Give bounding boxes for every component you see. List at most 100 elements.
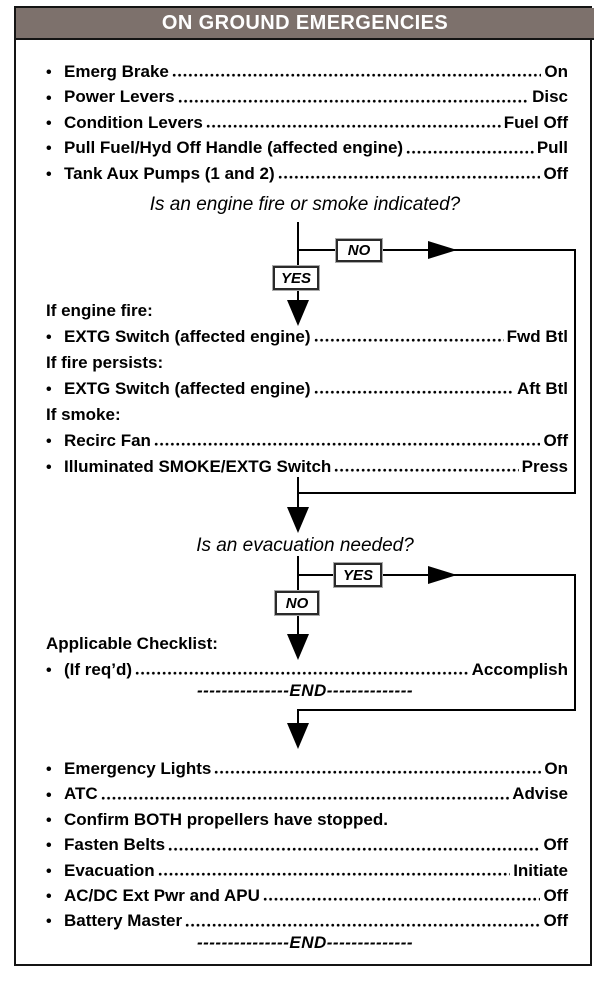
dot-leader [100,795,510,801]
item-value: Pull [536,138,568,158]
checklist-item: • (If req’d) Accomplish [46,654,568,680]
item-label: EXTG Switch (affected engine) [64,326,311,346]
decision-question-fire: Is an engine fire or smoke indicated? [149,194,461,215]
checklist-item: • EXTG Switch (affected engine) Fwd Btl [46,320,568,346]
condition-header: If engine fire: [46,294,568,320]
yes-tag: YES [273,266,319,290]
bottom-checklist: • Emergency Lights On • ATC Advise • Con… [46,753,568,931]
item-label: AC/DC Ext Pwr and APU [64,885,260,905]
item-value: Accomplish [471,659,568,679]
flow-line [297,492,576,494]
item-value: Advise [512,784,568,804]
bullet-icon: • [46,888,52,906]
page-title: ON GROUND EMERGENCIES [161,11,449,34]
item-label: Tank Aux Pumps (1 and 2) [64,163,275,183]
bullet-icon: • [46,786,52,804]
checklist-item: • ATC Advise [46,778,568,804]
flow-line [297,709,299,725]
dot-leader [171,73,542,79]
item-label: ATC [64,784,98,804]
arrow-down-icon [287,634,309,660]
checklist-item: • Fasten Belts Off [46,829,568,854]
item-label: Battery Master [64,911,183,931]
section-header: Applicable Checklist: [46,628,568,654]
item-label: Emerg Brake [64,62,169,82]
item-value: Off [543,911,568,931]
bullet-icon: • [46,913,52,931]
checklist-item: • Power Levers Disc [46,81,568,107]
bullet-icon: • [46,761,52,779]
checklist-item: • Evacuation Initiate [46,855,568,880]
dot-leader [135,671,469,676]
bullet-icon: • [46,64,52,82]
item-label: Recirc Fan [64,430,151,450]
dot-leader [313,338,504,343]
no-label: NO [347,242,371,259]
bullet-icon: • [46,140,52,158]
no-tag: NO [275,591,319,615]
dot-leader [177,98,530,104]
item-value: Fuel Off [503,112,568,132]
dot-leader [157,871,511,877]
dot-leader [262,897,541,903]
bullet-icon: • [46,432,52,450]
checklist-item: • EXTG Switch (affected engine) Aft Btl [46,372,568,398]
checklist-item: • Pull Fuel/Hyd Off Handle (affected eng… [46,132,568,157]
dot-leader [185,922,541,928]
checklist-item: • Emerg Brake On [46,56,568,81]
checklist-item: • Tank Aux Pumps (1 and 2) Off [46,158,568,183]
item-value: Press [521,456,568,476]
dot-leader [277,174,541,180]
dot-leader [153,442,541,447]
bullet-icon: • [46,89,52,107]
checklist-item: • Illuminated SMOKE/EXTG Switch Press [46,450,568,476]
item-value: Aft Btl [517,378,568,398]
bullet-icon: • [46,328,52,346]
end-separator: ---------------END-------------- [196,681,414,700]
item-label: Illuminated SMOKE/EXTG Switch [64,456,332,476]
item-label: Power Levers [64,87,175,107]
bullet-icon: • [46,380,52,398]
arrow-right-icon [428,241,457,259]
item-label: Evacuation [64,860,155,880]
page-border [14,6,592,966]
no-tag: NO [336,239,382,262]
flow-line [297,556,299,576]
header-label: If fire persists: [46,352,164,372]
dot-leader [214,770,542,776]
arrow-down-icon [287,723,309,749]
header-label: Applicable Checklist: [46,634,218,654]
flow-line [574,249,576,494]
item-label: Fasten Belts [64,835,166,855]
item-value: Off [543,430,568,450]
dot-leader [334,468,519,473]
bullet-icon: • [46,165,52,183]
fire-smoke-section: If engine fire: • EXTG Switch (affected … [46,294,568,476]
checklist-item: • AC/DC Ext Pwr and APU Off [46,880,568,905]
item-value: Off [543,835,568,855]
item-value: On [544,62,568,82]
item-label: Pull Fuel/Hyd Off Handle (affected engin… [64,138,404,158]
dot-leader [313,390,515,395]
item-label: Condition Levers [64,112,203,132]
flow-line [574,574,576,711]
dot-leader [406,149,534,155]
checklist-item: • Emergency Lights On [46,753,568,778]
item-value: On [544,759,568,779]
no-label: NO [285,594,309,612]
header-label: If smoke: [46,404,121,424]
bullet-icon: • [46,458,52,476]
item-value: Initiate [513,860,568,880]
header-label: If engine fire: [46,300,153,320]
dot-leader [205,124,501,130]
checklist-item: • Recirc Fan Off [46,424,568,450]
item-label: (If req’d) [64,659,132,679]
bullet-icon: • [46,862,52,880]
bullet-icon: • [46,661,52,679]
condition-header: If smoke: [46,398,568,424]
arrow-down-icon [287,507,309,533]
decision-question-evacuation: Is an evacuation needed? [196,535,414,556]
end-separator: ---------------END-------------- [196,933,414,952]
checklist-item: • Confirm BOTH propellers have stopped. [46,804,568,829]
